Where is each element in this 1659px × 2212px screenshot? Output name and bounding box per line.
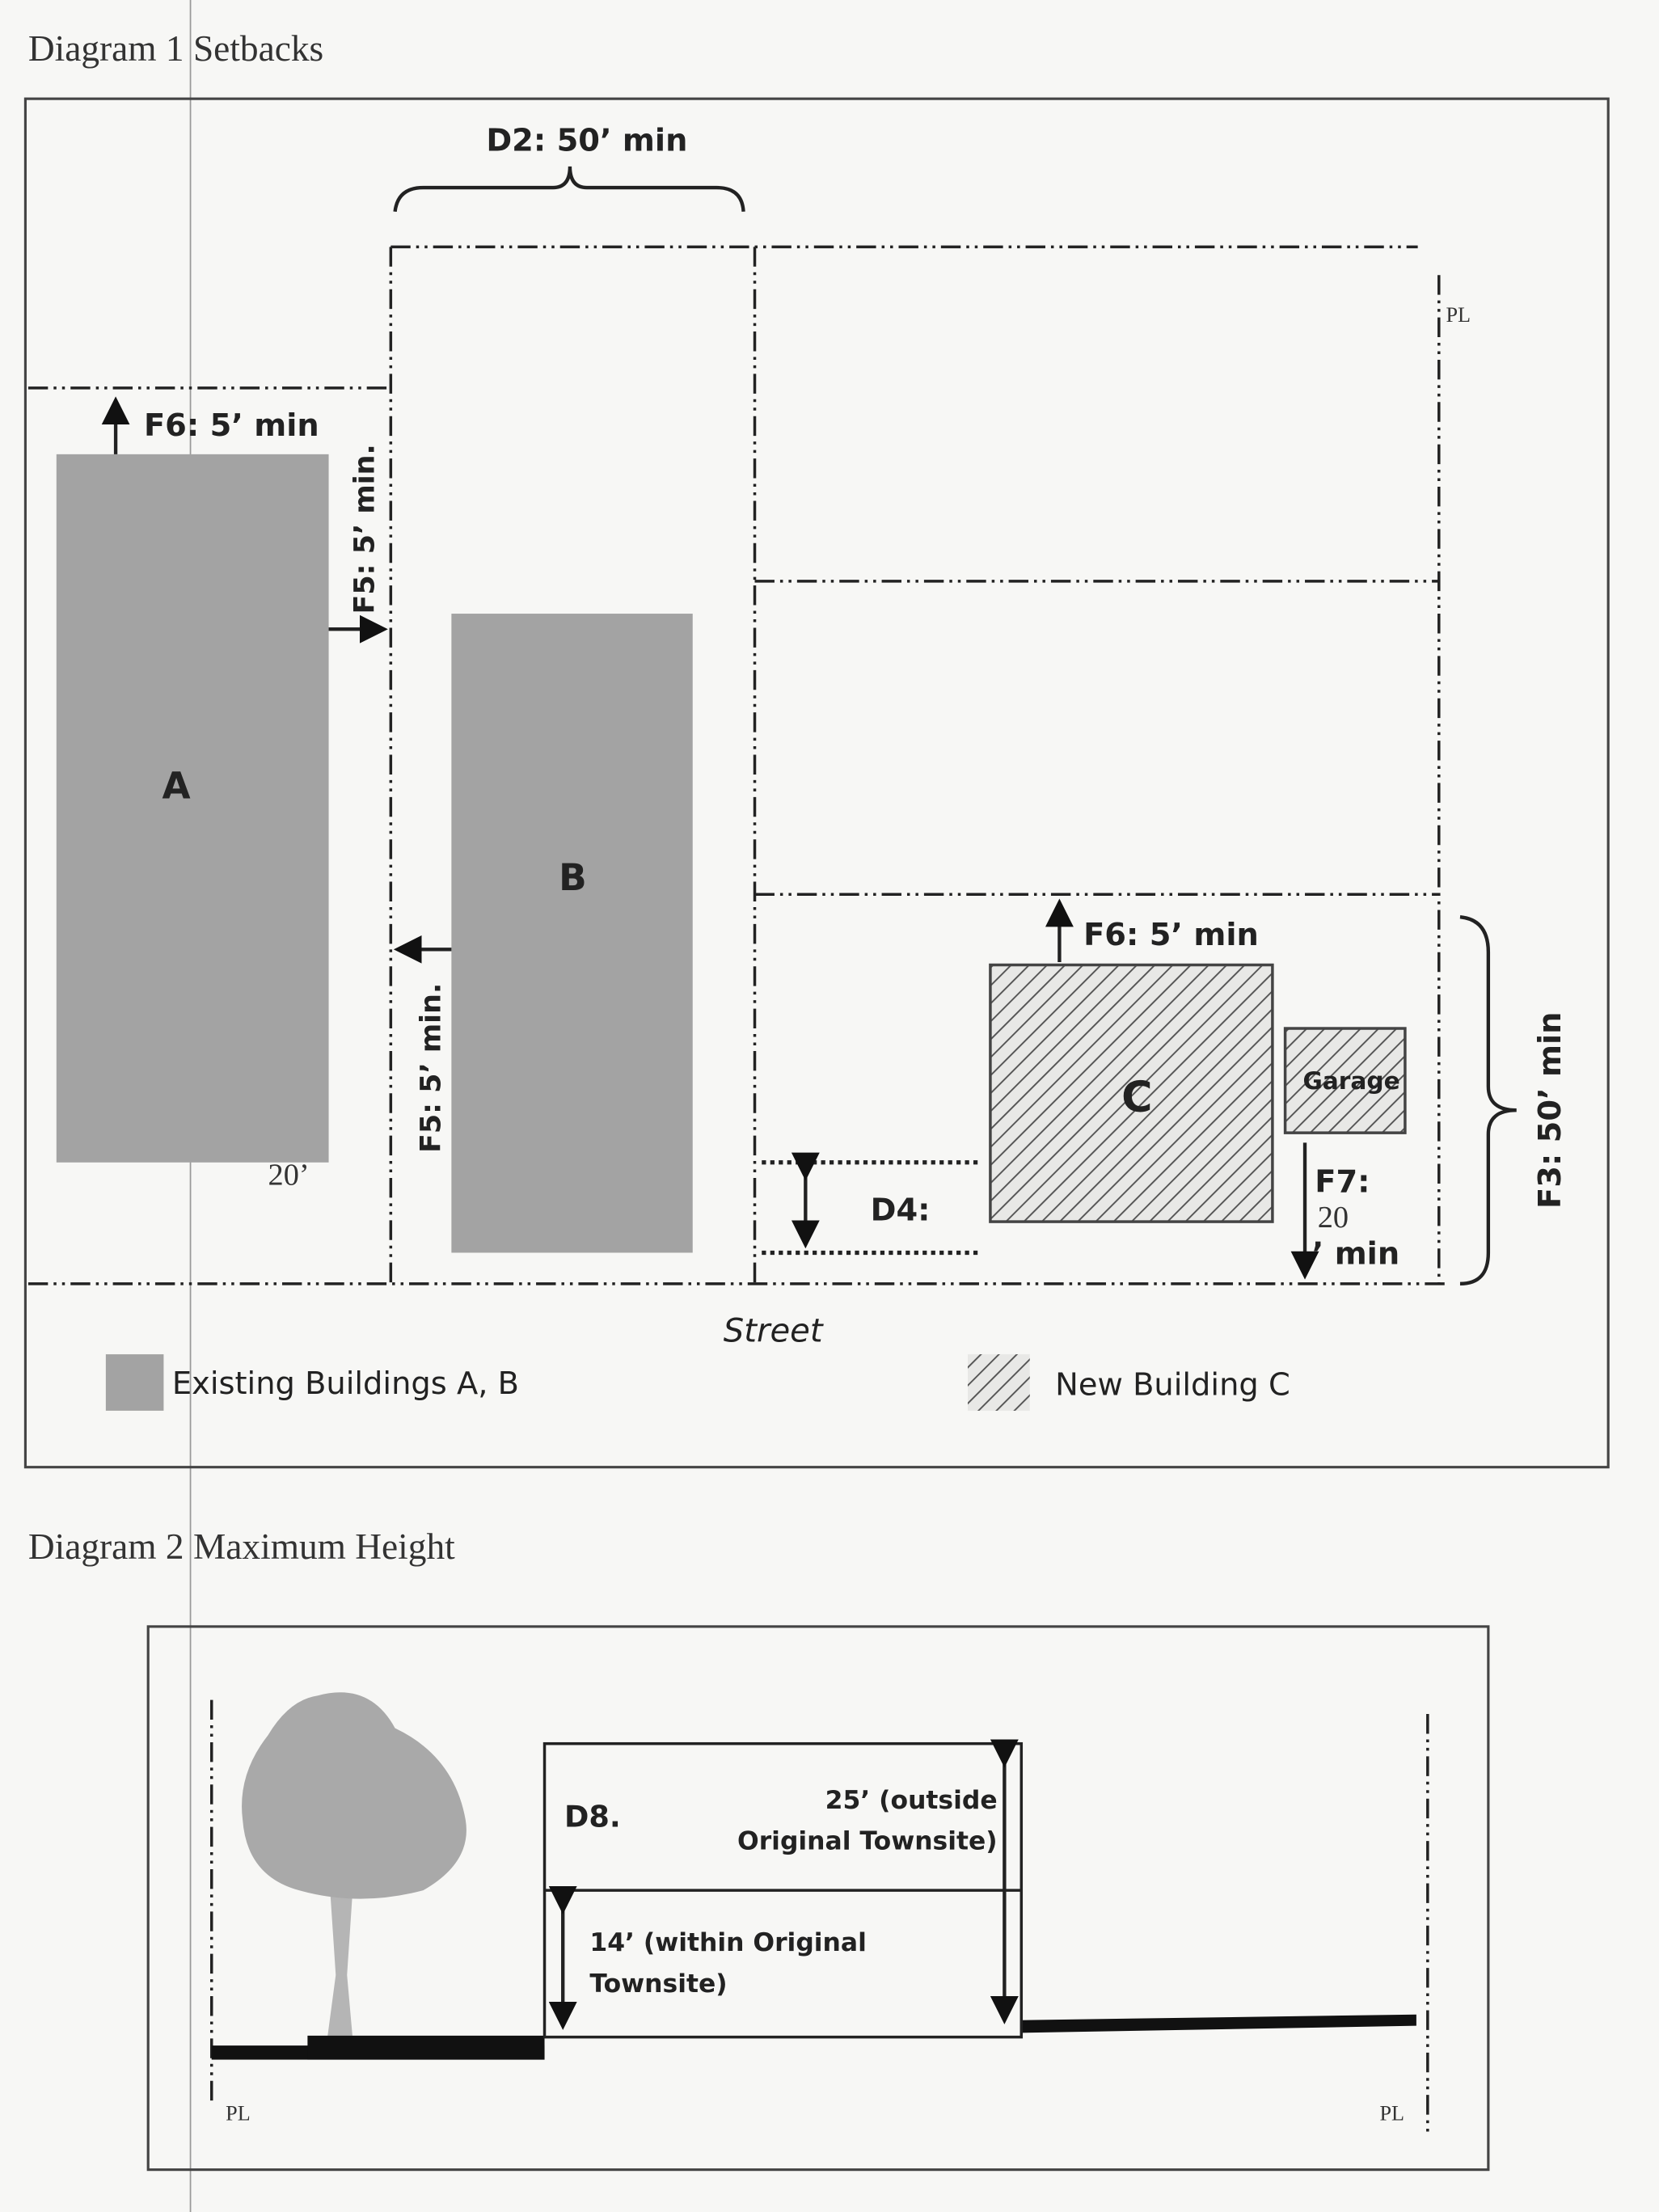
f6-label-a: F6: 5’ min xyxy=(144,407,319,444)
f7-min-label: ’ min xyxy=(1312,1235,1399,1272)
property-line-label: PL xyxy=(1446,303,1471,327)
outside-height-line1: 25’ (outside xyxy=(825,1786,998,1815)
f5-label-b: F5: 5’ min. xyxy=(415,983,447,1153)
building-b xyxy=(451,614,693,1253)
building-a-label: A xyxy=(163,765,191,808)
pl-left-label: PL xyxy=(226,2102,251,2125)
building-b-label: B xyxy=(559,856,587,899)
a-dimension: 20’ xyxy=(268,1159,310,1193)
ground xyxy=(211,2014,1416,2060)
legend-existing-swatch xyxy=(105,1354,164,1411)
building-c-label: C xyxy=(1121,1073,1152,1122)
diagram1-title: Diagram 1 Setbacks xyxy=(28,28,323,69)
f7-label: F7: xyxy=(1315,1163,1370,1200)
f7-value: 20 xyxy=(1318,1201,1349,1235)
diagram1-frame xyxy=(23,97,1610,1469)
street-label: Street xyxy=(724,1312,824,1349)
d8-label: D8. xyxy=(564,1800,621,1834)
within-height-line1: 14’ (within Original xyxy=(589,1928,866,1957)
f6-label-c: F6: 5’ min xyxy=(1083,917,1259,953)
lot-lines xyxy=(27,245,1446,1285)
diagram2-title: Diagram 2 Maximum Height xyxy=(28,1526,455,1567)
legend-existing-label: Existing Buildings A, B xyxy=(172,1366,519,1402)
within-height-line2: Townsite) xyxy=(589,1969,727,1999)
pl-right-label: PL xyxy=(1380,2102,1405,2125)
building-c xyxy=(989,963,1274,1223)
legend-new-label: New Building C xyxy=(1055,1367,1290,1404)
garage xyxy=(1283,1027,1407,1134)
f3-brace xyxy=(1459,915,1517,1286)
d2-label: D2: 50’ min xyxy=(486,123,687,159)
legend-new-swatch xyxy=(968,1354,1030,1411)
f3-label: F3: 50’ min xyxy=(1532,1012,1568,1209)
d4-label: D4: xyxy=(871,1192,931,1228)
outside-height-line2: Original Townsite) xyxy=(737,1827,998,1856)
diagram2-frame xyxy=(146,1625,1490,2172)
d2-brace xyxy=(393,166,745,213)
building-a xyxy=(56,454,329,1163)
tree-icon xyxy=(242,1692,466,2039)
garage-label: Garage xyxy=(1302,1066,1399,1095)
f5-label-a: F5: 5’ min. xyxy=(348,444,381,614)
